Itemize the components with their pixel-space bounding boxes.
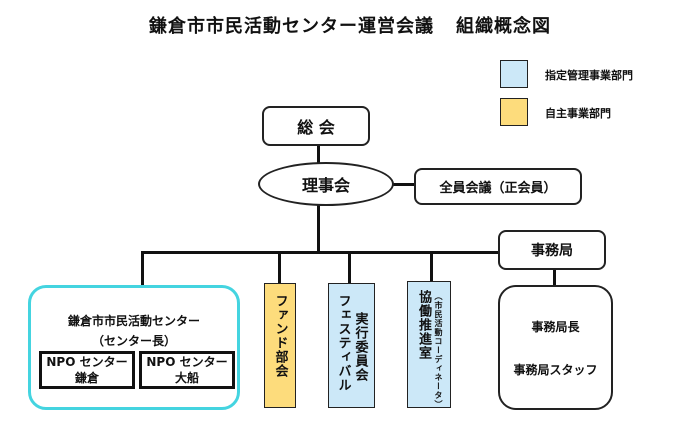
connector-horizontal-bus [141,251,501,254]
node-fund: ファンド部会 [264,283,296,408]
fund-label: ファンド部会 [272,294,288,378]
npo-kamakura-line1: NPO センター [46,355,128,369]
all-members-label: 全員会議（正会員） [439,181,557,196]
legend-swatch-designated [500,60,528,88]
node-collab: 協働推進室 （市民活動コーディネータ） [407,281,451,409]
npo-ofuna-line1: NPO センター [146,355,228,369]
connector-board-trunk [317,203,320,253]
legend-label-independent: 自主事業部門 [545,107,611,120]
node-secretariat: 事務局 [498,230,606,270]
node-festival: フェスティバル 実行委員会 [328,283,375,408]
npo-ofuna-line2: 大船 [174,371,199,385]
legend-label-designated: 指定管理事業部門 [545,69,633,82]
festival-line1: フェスティバル [335,294,351,392]
title-main: 鎌倉市市民活動センター運営会議 [149,16,434,37]
connector-secretariat-detail [553,267,556,285]
legend-swatch-independent [500,98,528,126]
node-general-meeting: 総 会 [262,106,370,146]
title-sub: 組織概念図 [456,16,551,37]
connector-collab [430,251,433,281]
node-secretariat-detail: 事務局長 事務局スタッフ [498,285,613,410]
festival-line2: 実行委員会 [352,312,368,382]
center-head: （センター長） [91,334,176,348]
connector-general-board [317,144,320,164]
secretariat-head-label: 事務局長 [531,319,580,334]
node-board: 理事会 [258,162,394,206]
connector-board-allmembers [392,183,414,186]
board-label: 理事会 [301,176,350,195]
npo-kamakura-line2: 鎌倉 [74,371,99,385]
collab-main: 協働推進室 [416,290,431,360]
connector-festival [348,251,351,284]
connector-fund [278,251,281,284]
connector-center [141,251,144,286]
node-npo-ofuna: NPO センター 大船 [139,351,235,389]
diagram-title: 鎌倉市市民活動センター運営会議 組織概念図 [0,12,700,38]
general-meeting-label: 総 会 [297,118,335,137]
collab-sub: （市民活動コーディネータ） [434,292,443,409]
secretariat-staff-label: 事務局スタッフ [513,362,598,377]
node-npo-kamakura: NPO センター 鎌倉 [39,351,135,389]
center-name: 鎌倉市市民活動センター [67,314,200,328]
node-all-members: 全員会議（正会員） [414,168,582,205]
node-center: 鎌倉市市民活動センター （センター長） NPO センター 鎌倉 NPO センター… [28,285,240,410]
secretariat-label: 事務局 [531,243,573,259]
